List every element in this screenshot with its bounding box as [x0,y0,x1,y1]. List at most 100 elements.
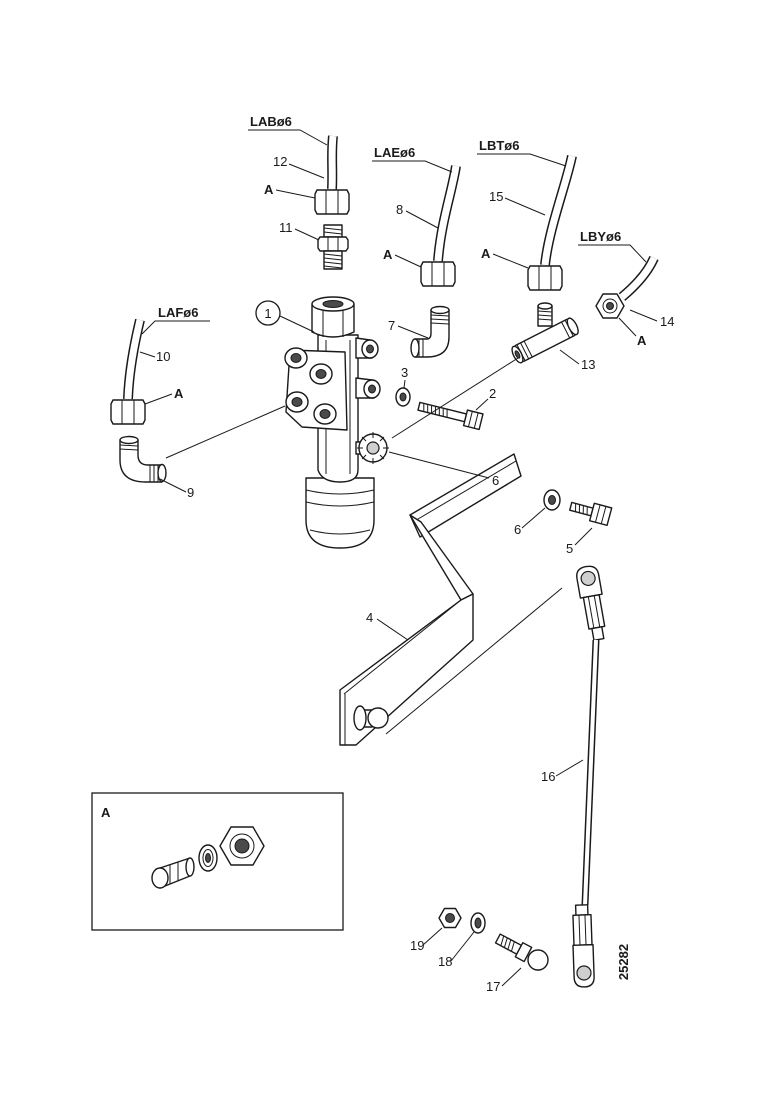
union-nut-pipe-laf [110,399,146,425]
bolt-head-faces [467,411,479,429]
stud-ball [527,949,549,971]
callout-1: 1 [264,306,271,321]
tee-branch-end [537,302,553,310]
ball-stud-ball [367,707,389,729]
bracket-web [409,514,474,601]
callout-16: 16 [541,769,555,784]
top-port-hole [322,300,344,308]
elbow-side-end [410,338,420,358]
pipe-label-lby-leader [578,244,647,263]
callout-5-leader [574,527,593,546]
inset-olive-ring [202,849,214,867]
bellows-ridges [305,489,375,535]
union-nut-pipe-lbt [527,265,563,291]
inset-pipe-stub-lines [169,862,179,884]
bracket-4 [339,453,522,746]
callout-2: 2 [489,386,496,401]
callout-7-leader [397,325,429,339]
detail-ref-a-lae: A [383,247,393,262]
callout-17-leader [501,967,522,987]
pipe-lby-bore [619,256,658,300]
pipe-label-laf: LAFø6 [158,305,198,320]
pipe-laf [123,318,145,400]
callout-12-leader [288,163,325,179]
callout-4: 4 [366,610,373,625]
callout-1-circle [255,300,281,326]
inset-nut-hole [234,838,250,854]
nut-bore-ring [602,298,618,314]
pipe-lab-bore [328,135,337,190]
detail-ref-a-laf: A [174,386,184,401]
elbow-body [414,309,450,358]
nut-faces [121,400,135,424]
bolt-head [588,502,613,527]
line-lever-to-bracket [388,451,490,479]
callout-10: 10 [156,349,170,364]
bracket-upper-leg [409,453,522,538]
pipe-lbt-bore [541,155,576,266]
union-nut-pipe-lae [420,261,456,287]
tee-run-left-threads [516,340,533,361]
callout-15-leader [504,197,546,216]
callout-11-leader [294,228,320,241]
callout-1-leader [279,315,315,333]
detail-refs: A A A A A [144,182,647,405]
callout-6-bracket: 6 [492,473,499,488]
line-ball-stud-to-rod [385,587,563,735]
tee-run-left-hole [514,350,521,359]
elbow-top-threads [430,314,450,325]
nut-bore [606,302,614,310]
bracket-lower-leg [339,593,474,746]
callouts: 1 12 11 8 15 14 7 13 3 2 10 9 6 6 5 4 16 [139,154,674,994]
bolt-shank [569,501,594,517]
callout-11: 11 [279,220,293,235]
pipe-label-lbt: LBTø6 [479,138,519,153]
nut-outline [420,261,456,287]
callout-14-leader [629,309,658,322]
port-left-upper-2-hole [315,369,327,379]
washer-hole [548,495,556,505]
upper-neck [591,626,605,642]
nut-outline [314,189,350,215]
callout-3: 3 [401,365,408,380]
port-left-upper-hole [290,353,302,363]
detail-inset-a: A [91,792,344,931]
callout-9: 9 [187,485,194,500]
callout-17: 17 [486,979,500,994]
detail-ref-a-lby: A [637,333,647,348]
washer-6 [543,489,561,511]
callout-3-leader [403,379,406,389]
assembly-lines [165,357,563,735]
pipe-lbt [540,154,577,266]
pipe-label-laf-leader [141,320,210,335]
line-valve-to-tee-13 [391,357,519,439]
pipe-lae [433,165,461,262]
pipe-lae-bore [434,165,460,262]
tee-run [511,317,579,364]
rod-upper-end [576,565,606,642]
inset-title: A [101,805,111,820]
bolt-2 [417,401,484,431]
union-nut-pipe-lby [595,293,625,319]
inset-pipe-far-end [185,857,195,877]
pipe-label-lab-leader [248,129,328,146]
port-left-lower-hole [291,397,303,407]
inset-frame [91,792,344,931]
callout-16-leader [555,759,584,777]
washer-hole [474,917,482,929]
elbow-top-threads [119,444,139,451]
lever-hub-notches [357,432,389,464]
lower-hex [572,914,593,947]
elbow-side-end [157,463,167,483]
detail-ref-a-lbt-leader [492,253,529,269]
callout-10-leader [139,351,156,358]
callout-4-leader [376,618,409,641]
port-right-upper-hole [366,344,374,354]
elbow-fitting-9 [119,435,167,483]
callout-15: 15 [489,189,503,204]
callout-2-leader [475,398,489,411]
bolt-head-faces [594,504,607,524]
elbow-side-threads [149,465,159,482]
pipe-lby [618,255,659,301]
